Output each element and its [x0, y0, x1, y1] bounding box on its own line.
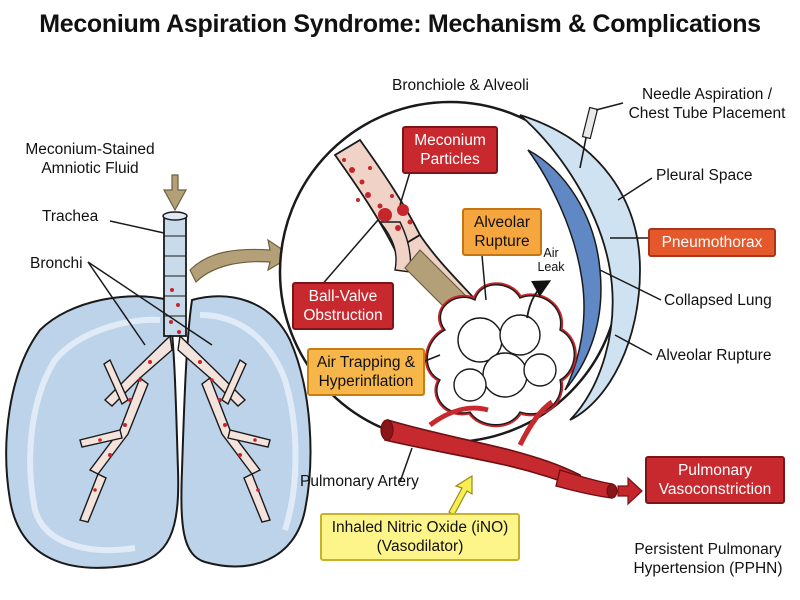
label-trachea: Trachea [42, 208, 99, 225]
left-lung-illustration [5, 211, 312, 569]
vasoconstriction-arrow [617, 476, 643, 506]
magnified-view [278, 100, 641, 492]
page-title: Meconium Aspiration Syndrome: Mechanism … [39, 10, 761, 38]
label-alveolar-rupture-right: Alveolar Rupture [656, 347, 772, 364]
label-bronchi: Bronchi [30, 255, 83, 272]
magnify-arrow [189, 238, 294, 284]
tag-pneumothorax: Pneumothorax [648, 228, 776, 257]
ino-arrow [448, 474, 473, 516]
tag-inhaled-nitric-oxide: Inhaled Nitric Oxide (iNO)(Vasodilator) [320, 513, 520, 561]
label-bronchiole-alveoli: Bronchiole & Alveoli [392, 77, 529, 94]
needle-icon [579, 106, 599, 169]
label-pleural-space: Pleural Space [656, 167, 753, 184]
label-needle-aspiration: Needle Aspiration /Chest Tube Placement [628, 86, 786, 122]
tag-air-trapping: Air Trapping &Hyperinflation [307, 348, 425, 396]
label-collapsed-lung: Collapsed Lung [664, 292, 772, 309]
fluid-arrow [162, 174, 188, 212]
label-pulmonary-artery: Pulmonary Artery [300, 473, 419, 490]
